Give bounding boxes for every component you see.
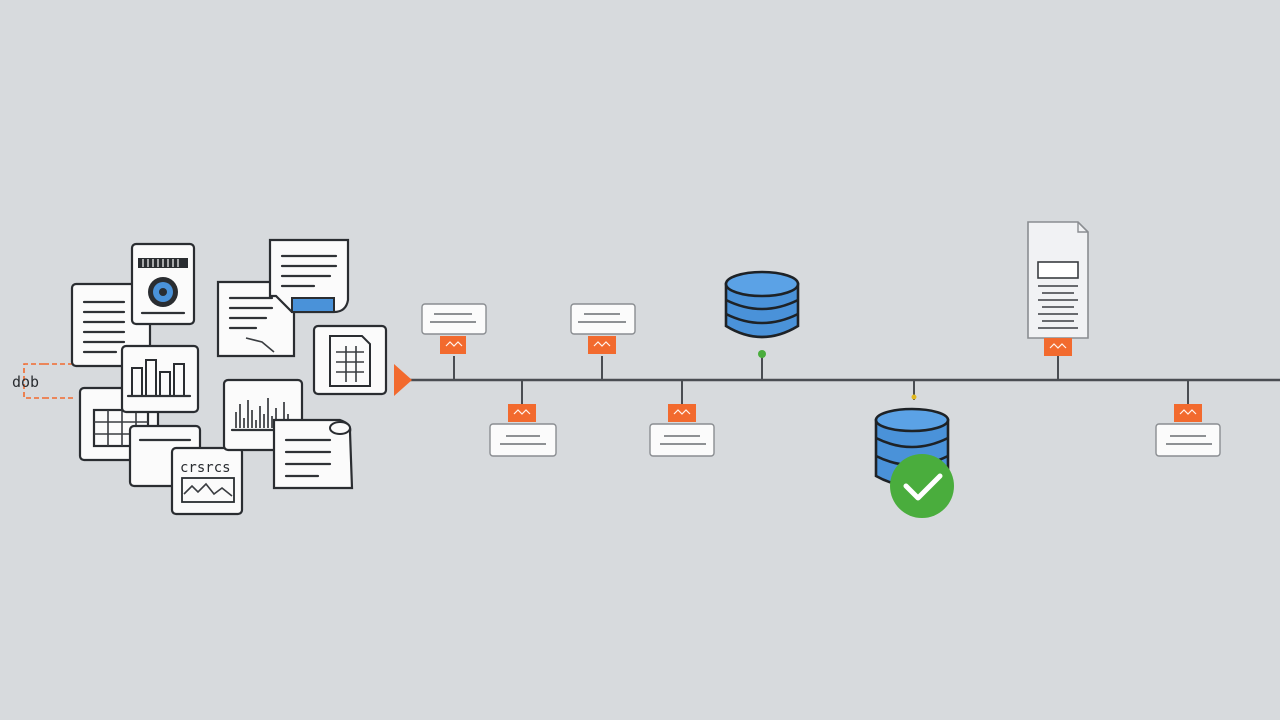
event-card (1155, 423, 1221, 457)
timeline-axis (394, 364, 1280, 396)
timeline-event-5 (1155, 380, 1221, 457)
timeline-start-arrow-icon (394, 364, 412, 396)
orange-flag-icon (1044, 338, 1072, 356)
timeline-database-2 (874, 380, 954, 518)
timeline-event-2 (489, 380, 557, 457)
timeline-database-1 (724, 270, 800, 380)
input-bracket-tag: dob (12, 363, 74, 399)
bar-chart-card (120, 344, 200, 414)
scroll-document-card (272, 418, 354, 490)
sheet-document-card (312, 324, 388, 396)
event-card (489, 423, 557, 457)
event-card (570, 303, 636, 335)
timeline-event-3 (570, 303, 636, 380)
orange-flag-icon (668, 404, 696, 422)
input-tag-label: dob (12, 373, 39, 391)
event-card (421, 303, 487, 335)
event-card (649, 423, 715, 457)
timeline-report (1027, 221, 1089, 380)
orange-flag-icon (508, 404, 536, 422)
timeline-event-4 (649, 380, 715, 457)
chart-card-label: crsrcs (180, 460, 231, 476)
timeline-event-1 (421, 303, 487, 380)
orange-flag-icon (588, 336, 616, 354)
source-document-cluster: crsrcs (70, 238, 388, 516)
disk-image-card (130, 242, 196, 326)
success-check-icon (890, 454, 954, 518)
labeled-chart-card: crsrcs (170, 446, 244, 516)
report-document-icon (1027, 221, 1089, 339)
database-icon (724, 270, 800, 339)
curled-document-card (268, 238, 350, 314)
orange-flag-icon (1174, 404, 1202, 422)
